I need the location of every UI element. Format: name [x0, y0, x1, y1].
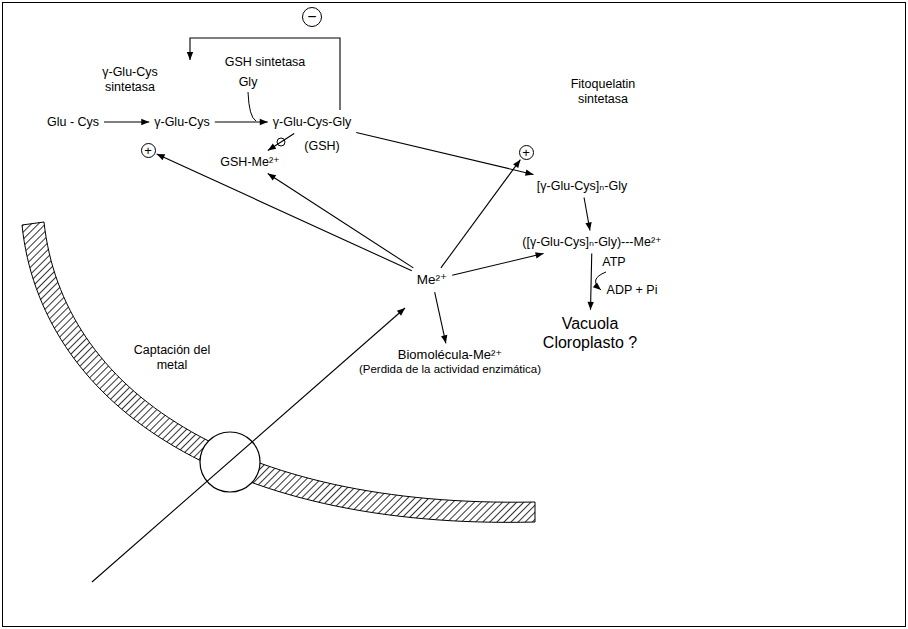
reaction-arrow [435, 292, 446, 343]
annotation-label: Fitoquelatin sintetasa [560, 77, 646, 107]
reaction-arrow [268, 134, 294, 151]
metabolite-text: [γ-Glu-Cys]ₙ-Gly [534, 177, 630, 196]
metabolite-text: Biomolécula-Me²⁺(Perdida de la actividad… [356, 345, 544, 378]
reaction-arrow [584, 198, 590, 231]
node-text: ([γ-Glu-Cys]ₙ-Gly)---Me²⁺ [522, 235, 661, 250]
node-text: (Perdida de la actividad enzimática) [359, 363, 541, 377]
reaction-arrow [215, 121, 268, 122]
metabolite-text: VacuolaCloroplasto ? [540, 312, 640, 354]
metabolite-text: Me²⁺ [414, 270, 450, 290]
annotation-label: Gly [239, 75, 258, 90]
node-text: − [307, 9, 316, 25]
node-text: γ-Glu-Cys-Gly [273, 115, 351, 130]
reaction-arrow [104, 121, 149, 122]
transporter-circle [200, 432, 260, 492]
uptake-arrow [92, 308, 405, 582]
node-text: + [522, 146, 530, 159]
node-text: [γ-Glu-Cys]ₙ-Gly [537, 179, 627, 194]
sign-circle: + [519, 145, 534, 160]
annotation-label: γ-Glu-Cys sintetasa [94, 65, 166, 95]
node-text: γ-Glu-Cys [154, 115, 210, 130]
gly-junction [248, 92, 256, 121]
annotation-label: Captación del metal [126, 343, 218, 373]
open-circle [277, 138, 285, 146]
node-text: Vacuola [543, 314, 637, 333]
annotation-label: GSH sintetasa [225, 55, 306, 70]
feedback-arrow [190, 38, 340, 110]
atp-branch [596, 272, 606, 290]
annotation-label: ATP [602, 255, 625, 270]
node-text: + [144, 144, 152, 157]
reaction-arrow [441, 160, 520, 268]
metabolite-text: γ-Glu-Cys [151, 113, 213, 132]
reaction-arrow [452, 254, 543, 276]
node-text: Biomolécula-Me²⁺ [359, 347, 541, 363]
annotation-label: ADP + Pi [607, 283, 658, 298]
frame [3, 3, 906, 627]
metabolite-text: ([γ-Glu-Cys]ₙ-Gly)---Me²⁺ [519, 233, 664, 252]
sign-circle: + [141, 143, 156, 158]
annotation-label: (GSH) [304, 139, 339, 154]
reaction-arrow [591, 254, 592, 310]
reaction-arrow [157, 154, 412, 271]
node-text: GSH-Me²⁺ [220, 155, 279, 170]
node-text: Glu - Cys [47, 115, 99, 130]
sign-circle: − [302, 7, 322, 27]
node-text: Me²⁺ [417, 272, 447, 288]
node-text: Cloroplasto ? [543, 333, 637, 352]
reaction-arrow [268, 174, 414, 268]
reaction-arrow [356, 132, 533, 174]
metabolite-text: Glu - Cys [44, 113, 102, 132]
metabolite-text: GSH-Me²⁺ [217, 153, 282, 172]
metabolite-text: γ-Glu-Cys-Gly [270, 113, 354, 132]
